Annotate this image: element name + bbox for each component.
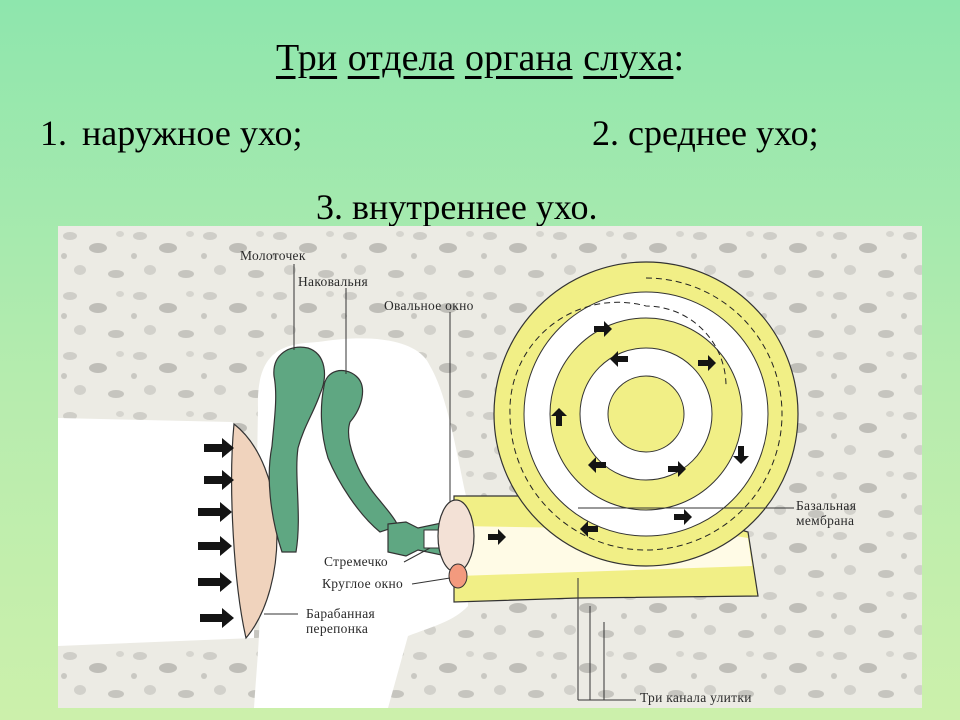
list-number: 2. — [592, 113, 619, 153]
list-number: 3. — [316, 187, 343, 227]
sound-arrow-icon — [204, 470, 234, 490]
flow-arrow-icon — [698, 355, 716, 371]
list-number: 1. — [40, 113, 67, 153]
label-oval-window: Овальное окно — [384, 298, 474, 313]
label-three-canals: Три канала улитки — [640, 690, 752, 705]
label-basal-line2: мембрана — [796, 513, 855, 528]
flow-arrow-icon — [551, 408, 567, 426]
hammer-bone — [268, 346, 326, 553]
leader-line — [411, 577, 451, 585]
sound-arrows — [198, 438, 234, 628]
list-item-inner-ear: 3. внутреннее ухо. — [316, 186, 598, 228]
flow-arrow-icon — [610, 351, 628, 367]
cochlea-arrows — [488, 321, 749, 545]
label-eardrum-line2: перепонка — [306, 621, 369, 636]
list-item-middle-ear: 2. среднее ухо; — [592, 112, 819, 154]
leader-line — [403, 547, 431, 563]
flow-arrow-icon — [594, 321, 612, 337]
title-word: отдела — [347, 37, 455, 79]
anvil-bone — [320, 369, 399, 533]
flow-arrow-icon — [733, 446, 749, 464]
sound-arrow-icon — [198, 536, 232, 556]
label-anvil: Наковальня — [298, 274, 368, 289]
round-window — [448, 563, 468, 589]
list-text: внутреннее ухо. — [352, 187, 598, 227]
list-item-outer-ear: 1. наружное ухо; — [40, 112, 302, 154]
label-stapes: Стремечко — [324, 554, 388, 569]
eardrum — [231, 422, 278, 640]
list-text: наружное ухо; — [82, 113, 303, 153]
label-round-window: Круглое окно — [322, 576, 404, 591]
oval-window — [437, 499, 475, 573]
sound-arrow-icon — [198, 502, 232, 522]
leader-lines — [264, 264, 794, 701]
flow-arrow-icon — [674, 509, 692, 525]
flow-arrow-icon — [488, 529, 506, 545]
label-basal-line1: Базальная — [796, 498, 857, 513]
sound-arrow-icon — [204, 438, 234, 458]
label-eardrum-line1: Барабанная — [306, 606, 375, 621]
sound-arrow-icon — [200, 608, 234, 628]
label-eardrum: Барабанная перепонка — [306, 606, 375, 636]
title-word: слуха — [583, 37, 674, 79]
middle-ear-cavity — [254, 338, 468, 708]
ear-diagram: Молоточек Наковальня Овальное окно Стрем… — [58, 226, 922, 708]
label-basal-membrane: Базальная мембрана — [796, 498, 856, 528]
sound-arrow-icon — [198, 572, 232, 592]
flow-arrow-icon — [668, 461, 686, 477]
cochlea-spiral-core — [607, 375, 685, 453]
label-hammer: Молоточек — [240, 248, 306, 263]
ear-canal — [58, 418, 255, 646]
title-colon: : — [673, 37, 685, 79]
list-text: среднее ухо; — [628, 113, 819, 153]
flow-arrow-icon — [580, 521, 598, 537]
basilar-membrane — [509, 277, 783, 551]
ear-diagram-svg — [58, 226, 922, 708]
flow-arrow-icon — [588, 457, 606, 473]
title-word: Три — [275, 37, 338, 79]
title-word: органа — [464, 37, 573, 79]
